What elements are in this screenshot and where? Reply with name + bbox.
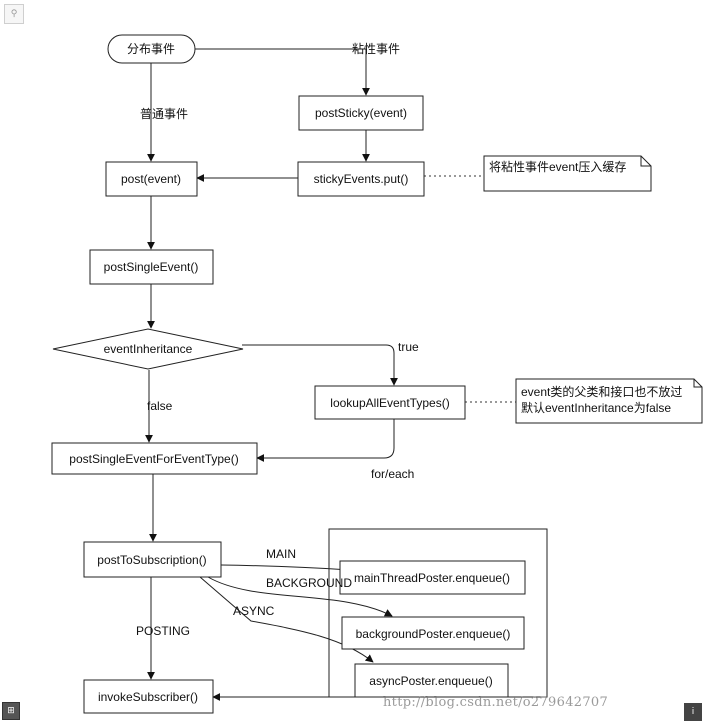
note-sticky-text: 将粘性事件event压入缓存 [489, 159, 626, 174]
lookup-box [314, 385, 466, 420]
node-main-poster: mainThreadPoster.enqueue() [339, 560, 526, 595]
note-lookup-line1: event类的父类和接口也不放过 [521, 384, 682, 399]
zoom-icon[interactable]: ⚲ [4, 4, 24, 24]
edge-label-posting: POSTING [136, 624, 190, 638]
sticky-put-box [297, 161, 425, 197]
edge-label-sticky: 粘性事件 [352, 41, 400, 56]
forEventType-label: postSingleEventForEventType() [69, 452, 238, 466]
info-icon[interactable]: i [684, 703, 702, 721]
watermark-text: http://blog.csdn.net/o279642707 [383, 695, 609, 710]
note-sticky-fold [640, 156, 651, 167]
node-forEventType: postSingleEventForEventType() [51, 442, 258, 475]
inheritance-label: eventInheritance [104, 342, 193, 356]
node-post: post(event) [105, 161, 198, 197]
posttosub-label: postToSubscription() [97, 553, 206, 567]
edge-lookup-foreach-to-forEventType [256, 419, 395, 462]
edge-label-foreach: for/each [371, 467, 414, 481]
edge-background [207, 576, 393, 617]
edge-async [199, 576, 374, 663]
postsingle-label: postSingleEvent() [104, 260, 199, 274]
node-invoke: invokeSubscriber() [83, 679, 214, 714]
edge-label-async: ASYNC [233, 604, 275, 618]
node-posttosub: postToSubscription() [83, 541, 222, 578]
poststicky-box [298, 95, 424, 131]
node-lookup: lookupAllEventTypes() [314, 385, 466, 420]
invoke-label: invokeSubscriber() [98, 690, 198, 704]
main-poster-label: mainThreadPoster.enqueue() [354, 571, 510, 585]
edges [145, 48, 398, 701]
note-sticky: 将粘性事件event压入缓存 [483, 155, 652, 192]
edge-dispatch-to-poststicky [195, 48, 370, 96]
node-inheritance: eventInheritance [52, 328, 244, 370]
posttosub-box [83, 541, 222, 578]
inheritance-diamond [52, 328, 244, 370]
async-poster-box [354, 663, 509, 698]
edge-label-true: true [398, 340, 419, 354]
main-poster-box [339, 560, 526, 595]
edge-main [220, 564, 351, 574]
edge-label-false: false [147, 399, 173, 413]
node-postsingle: postSingleEvent() [89, 249, 214, 285]
bg-poster-box [341, 616, 525, 650]
node-async-poster: asyncPoster.enqueue() [354, 663, 509, 698]
node-sticky-put: stickyEvents.put() [297, 161, 425, 197]
note-lookup-shape [515, 378, 703, 424]
edge-label-background: BACKGROUND [266, 576, 352, 590]
note-lookup-fold [693, 379, 702, 388]
note-lookup: event类的父类和接口也不放过 默认eventInheritance为fals… [515, 378, 703, 424]
edge-label-main: MAIN [266, 547, 296, 561]
note-sticky-shape [483, 155, 652, 192]
dispatch-terminal [107, 34, 196, 64]
node-dispatch: 分布事件 [107, 34, 196, 64]
sticky-put-label: stickyEvents.put() [314, 172, 409, 186]
dispatch-label: 分布事件 [127, 42, 175, 56]
invoke-box [83, 679, 214, 714]
poststicky-label: postSticky(event) [315, 106, 407, 120]
node-poststicky: postSticky(event) [298, 95, 424, 131]
async-poster-label: asyncPoster.enqueue() [369, 674, 492, 688]
post-box [105, 161, 198, 197]
edge-inheritance-true-to-lookup [242, 344, 398, 386]
post-label: post(event) [121, 172, 181, 186]
forEventType-box [51, 442, 258, 475]
postsingle-box [89, 249, 214, 285]
expand-icon[interactable]: ⊞ [2, 702, 20, 720]
node-bg-poster: backgroundPoster.enqueue() [341, 616, 525, 650]
lookup-label: lookupAllEventTypes() [330, 396, 449, 410]
edge-label-normal: 普通事件 [140, 107, 188, 121]
note-lookup-line2: 默认eventInheritance为false [521, 400, 671, 415]
bg-poster-label: backgroundPoster.enqueue() [356, 627, 511, 641]
